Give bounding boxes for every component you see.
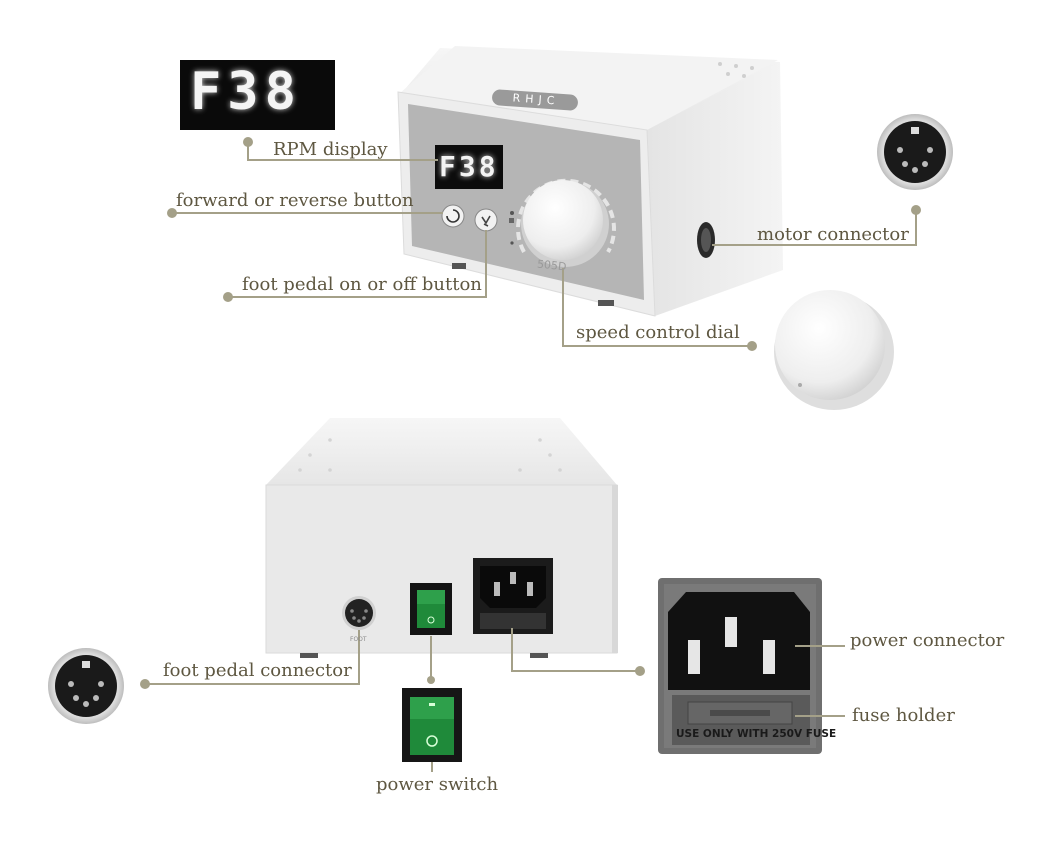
label-rpm-display: RPM display xyxy=(273,139,388,160)
dial-scale xyxy=(516,178,616,253)
display-inset xyxy=(180,60,335,130)
label-power-connector: power connector xyxy=(850,630,1005,651)
front-display xyxy=(435,145,503,189)
label-forward-reverse: forward or reverse button xyxy=(176,190,414,211)
speed-control-dial xyxy=(523,180,603,260)
label-foot-pedal-connector: foot pedal connector xyxy=(163,660,352,681)
rear-unit xyxy=(265,418,618,658)
power-switch-inset xyxy=(402,688,462,762)
power-inlet-inset xyxy=(658,578,822,754)
rear-foot-port xyxy=(345,599,373,627)
leader-lines xyxy=(145,144,917,772)
rear-unit-top xyxy=(266,418,617,485)
brand-badge xyxy=(492,89,578,111)
foot-port-text: FOOT xyxy=(350,636,367,643)
leader-dots xyxy=(140,137,921,689)
front-unit xyxy=(397,46,783,317)
display-inset-reading: F38 xyxy=(190,62,302,122)
foot-pedal-connector-inset xyxy=(48,648,124,724)
front-unit-side xyxy=(647,62,783,316)
label-speed-control: speed control dial xyxy=(576,322,740,343)
forward-reverse-button xyxy=(441,204,465,228)
label-power-switch: power switch xyxy=(376,774,499,795)
knob-inset xyxy=(774,290,894,410)
label-foot-pedal-button: foot pedal on or off button xyxy=(242,274,482,295)
fuse-text: USE ONLY WITH 250V FUSE xyxy=(676,728,837,740)
front-display-reading: F38 xyxy=(439,150,499,183)
foot-pedal-button xyxy=(474,208,498,232)
label-fuse-holder: fuse holder xyxy=(852,705,955,726)
label-motor-connector: motor connector xyxy=(757,224,909,245)
motor-connector-inset xyxy=(877,114,953,190)
